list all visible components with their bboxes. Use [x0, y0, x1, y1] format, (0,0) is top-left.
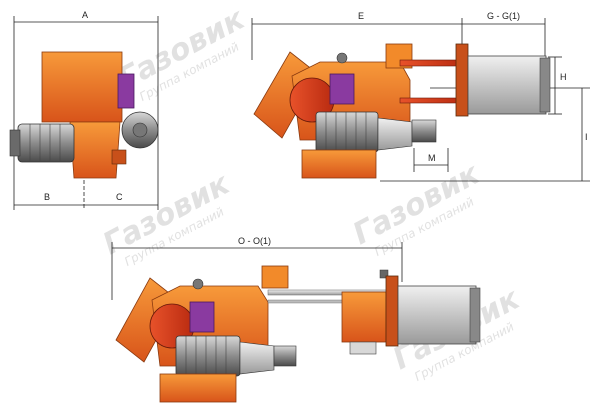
bottom-separated-housing: [341, 291, 387, 343]
bottom-flange: [385, 275, 399, 347]
dim-label-g: G - G(1): [487, 11, 520, 21]
front-view: A B C: [9, 10, 159, 210]
dim-label-b: B: [44, 192, 50, 202]
dim-label-a: A: [82, 10, 88, 20]
front-servo: [117, 73, 135, 109]
front-housing: [41, 51, 123, 123]
top-servo: [329, 73, 355, 105]
dim-label-c: C: [116, 192, 123, 202]
dim-label-o: O - O(1): [238, 236, 271, 246]
front-motor: [17, 123, 75, 163]
top-flange: [455, 43, 469, 117]
dim-label-h: H: [560, 72, 567, 82]
bottom-blast-tube: [397, 285, 477, 345]
side-view-bottom: O - O(1): [111, 236, 481, 403]
dim-label-e: E: [358, 11, 364, 21]
side-view-top: E G - G(1) H I M: [251, 11, 590, 182]
top-motor: [315, 111, 379, 153]
bottom-motor: [175, 335, 241, 377]
dim-label-m: M: [428, 153, 436, 163]
top-blast-tube: [467, 55, 547, 115]
bottom-servo: [189, 301, 215, 333]
dim-label-i: I: [585, 132, 588, 142]
